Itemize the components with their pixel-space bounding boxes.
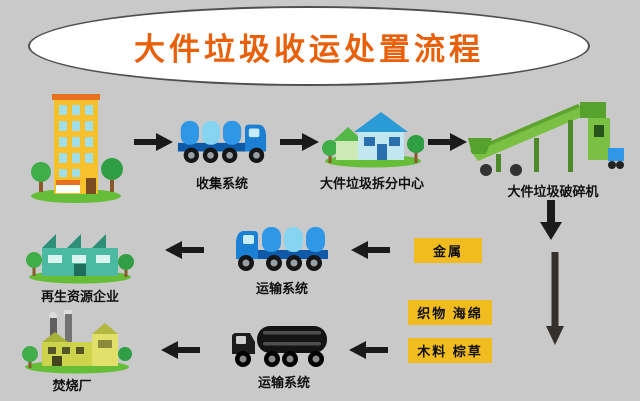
title-banner: 大件垃圾收运处置流程 [28, 6, 590, 86]
crusher-label: 大件垃圾破碎机 [507, 184, 599, 199]
arrow-down-icon [538, 200, 564, 242]
crusher-machine-illustration [468, 98, 626, 178]
residential-building-illustration [28, 92, 124, 204]
wood-palm-tag: 木料 棕草 [408, 338, 492, 363]
collection-truck-illustration [176, 112, 268, 168]
incineration-plant-illustration [22, 310, 132, 374]
arrow-left-3-icon [346, 338, 390, 362]
page-title: 大件垃圾收运处置流程 [134, 31, 484, 67]
arrow-right-1-icon [134, 130, 174, 154]
arrow-left-4-icon [158, 338, 202, 362]
recycling-enterprise-illustration [26, 222, 134, 284]
arrow-left-2-icon [162, 238, 206, 262]
recycling-enterprise-label: 再生资源企业 [40, 289, 119, 304]
dismantle-center-label: 大件垃圾拆分中心 [319, 176, 424, 191]
arrow-right-3-icon [428, 130, 468, 154]
metal-transport-truck-illustration [234, 218, 330, 276]
dismantle-center-illustration [322, 106, 424, 168]
waste-transport-truck-illustration [230, 314, 332, 370]
metal-transport-label: 运输系统 [255, 281, 308, 296]
vertical-connector-arrow-icon [545, 252, 565, 347]
waste-transport-label: 运输系统 [257, 375, 310, 390]
arrow-left-1-icon [348, 238, 392, 262]
collection-truck-label: 收集系统 [195, 176, 248, 191]
arrow-right-2-icon [280, 130, 320, 154]
metal-tag: 金属 [414, 238, 482, 263]
fabric-sponge-tag: 织物 海绵 [408, 300, 492, 325]
incineration-plant-label: 焚烧厂 [52, 378, 92, 393]
